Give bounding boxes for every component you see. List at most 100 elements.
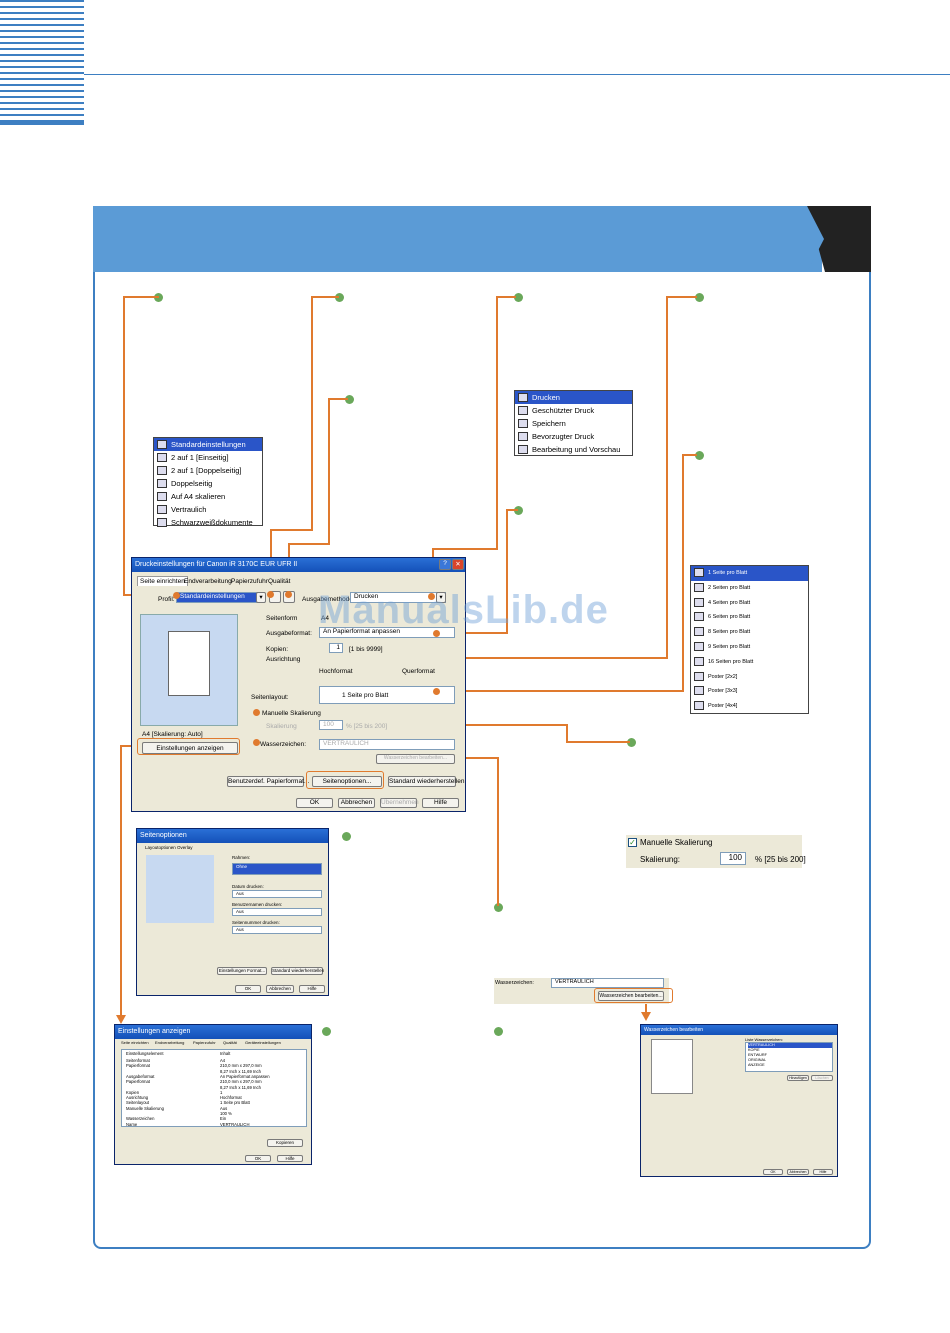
output-item[interactable]: Geschützter Druck <box>515 404 632 417</box>
profile-item[interactable]: 2 auf 1 [Doppelseitig] <box>154 464 262 477</box>
output-item[interactable]: Bevorzugter Druck <box>515 430 632 443</box>
layout-item-label: Poster [2x2] <box>708 673 738 680</box>
profile-item[interactable]: Vertraulich <box>154 503 262 516</box>
watermark-item[interactable]: KOPIE <box>748 1048 760 1052</box>
output-size-select[interactable]: An Papierformat anpassen <box>319 627 455 638</box>
restore-defaults-button[interactable]: Standard wiederherstellen <box>388 776 465 787</box>
cancel-button[interactable]: Abbrechen <box>266 985 294 993</box>
layout-item[interactable]: Poster [4x4] <box>691 699 808 714</box>
border-select[interactable]: Ohne <box>232 863 322 875</box>
profile-list[interactable]: Standardeinstellungen 2 auf 1 [Einseitig… <box>153 437 263 529</box>
output-method-list[interactable]: Drucken Geschützter Druck Speichern Bevo… <box>514 390 633 456</box>
profile-item[interactable]: Auf A4 skalieren <box>154 490 262 503</box>
layout-list[interactable]: 1 Seite pro Blatt 2 Seiten pro Blatt 4 S… <box>690 565 809 714</box>
layout-item[interactable]: 4 Seiten pro Blatt <box>691 596 808 611</box>
cancel-button[interactable]: Abbrechen <box>338 798 375 808</box>
tab-paper-source[interactable]: Papierzufuhr <box>231 578 268 585</box>
close-icon[interactable]: ✕ <box>452 559 464 570</box>
output-item[interactable]: Speichern <box>515 417 632 430</box>
copies-input[interactable]: 1 <box>329 643 343 653</box>
profile-select[interactable]: Standardeinstellungen <box>176 592 265 603</box>
profile-item[interactable]: Doppelseitig <box>154 477 262 490</box>
layout-item[interactable]: 2 Seiten pro Blatt <box>691 581 808 596</box>
setting-name: Ausgabeformat <box>126 1073 155 1079</box>
output-item[interactable]: Bearbeitung und Vorschau <box>515 443 632 456</box>
edit-watermark-button[interactable]: Wasserzeichen bearbeiten... <box>598 991 664 1001</box>
watermark-item[interactable]: ENTWURF <box>748 1053 767 1057</box>
watermark-detail: Wasserzeichen: VERTRAULICH Wasserzeichen… <box>494 978 669 1004</box>
callout-line <box>436 690 684 692</box>
add-button[interactable]: Hinzufügen <box>787 1075 809 1081</box>
chevron-down-icon[interactable]: ▾ <box>256 592 266 603</box>
edit-watermark-button[interactable]: Wasserzeichen bearbeiten... <box>376 754 455 764</box>
pagenum-select[interactable]: Aus <box>232 926 322 934</box>
layout-item[interactable]: Poster [2x2] <box>691 670 808 685</box>
watermark-item[interactable]: VERTRAULICH <box>748 1043 832 1048</box>
profile-icon <box>157 479 167 488</box>
show-settings-button[interactable]: Einstellungen anzeigen <box>142 742 238 754</box>
tab-overlay[interactable]: Overlay <box>177 845 193 850</box>
chevron-down-icon[interactable]: ▾ <box>436 592 446 603</box>
scaling-input[interactable]: 100 <box>319 720 343 730</box>
layout-select[interactable]: 1 Seite pro Blatt <box>319 686 455 704</box>
layout-item[interactable]: 1 Seite pro Blatt <box>691 566 808 581</box>
help-icon[interactable]: ? <box>439 559 451 570</box>
layout-item[interactable]: 6 Seiten pro Blatt <box>691 610 808 625</box>
ok-button[interactable]: OK <box>245 1155 271 1162</box>
restore-defaults-button[interactable]: Standard wiederherstellen <box>271 967 325 975</box>
callout-line <box>436 632 508 634</box>
watermark-list[interactable]: VERTRAULICH KOPIE ENTWURF ORIGINAL ANZEI… <box>745 1042 833 1072</box>
setting-value: 100 % <box>220 1111 232 1116</box>
tab-page-setup[interactable]: Seite einrichten <box>121 1040 149 1045</box>
watermark-select[interactable]: VERTRAULICH <box>319 739 455 750</box>
layout-item[interactable]: 16 Seiten pro Blatt <box>691 655 808 670</box>
tab-paper-source[interactable]: Papierzufuhr <box>193 1040 216 1045</box>
watermark-checkbox[interactable]: Wasserzeichen: <box>260 741 306 748</box>
profile-item[interactable]: Standardeinstellungen <box>154 438 262 451</box>
tab-quality[interactable]: Qualität <box>268 578 291 585</box>
user-select[interactable]: Aus <box>232 908 322 916</box>
ok-button[interactable]: OK <box>235 985 261 993</box>
callout-dot <box>342 832 351 841</box>
tab-finishing[interactable]: Endverarbeitung <box>155 1040 185 1045</box>
ok-button[interactable]: OK <box>296 798 333 808</box>
tab-quality[interactable]: Qualität <box>223 1040 237 1045</box>
layout-item[interactable]: 8 Seiten pro Blatt <box>691 625 808 640</box>
layout-item[interactable]: Poster [3x3] <box>691 684 808 699</box>
page-size-value[interactable]: A4 <box>321 615 329 622</box>
cancel-button[interactable]: Abbrechen <box>787 1169 809 1175</box>
profile-item[interactable]: Schwarzweißdokumente <box>154 516 262 529</box>
watermark-select[interactable]: VERTRAULICH <box>551 978 664 988</box>
page-options-button[interactable]: Seitenoptionen... <box>312 776 382 787</box>
help-button[interactable]: Hilfe <box>422 798 459 808</box>
page-size-label: Seitenform <box>266 615 298 622</box>
landscape-radio[interactable]: Querformat <box>402 668 435 675</box>
watermark-checkbox[interactable]: Wasserzeichen: <box>495 980 534 986</box>
tab-device-settings[interactable]: Geräteeinstellungen <box>245 1040 281 1045</box>
help-button[interactable]: Hilfe <box>299 985 325 993</box>
profile-item[interactable]: 2 auf 1 [Einseitig] <box>154 451 262 464</box>
help-button[interactable]: Hilfe <box>277 1155 303 1162</box>
scaling-input[interactable]: 100 <box>720 852 746 865</box>
dialog-title: Seitenoptionen <box>140 832 187 839</box>
tab-finishing[interactable]: Endverarbeitung <box>184 578 232 585</box>
layout-item[interactable]: 9 Seiten pro Blatt <box>691 640 808 655</box>
format-settings-button[interactable]: Einstellungen Format... <box>217 967 267 975</box>
custom-paper-button[interactable]: Benutzerdef. Papierformat... <box>227 776 310 787</box>
ok-button[interactable]: OK <box>763 1169 783 1175</box>
check-icon[interactable]: ✓ <box>628 838 637 847</box>
date-select[interactable]: Aus <box>232 890 322 898</box>
output-item[interactable]: Drucken <box>515 391 632 404</box>
tab-page-setup[interactable]: Seite einrichten <box>137 576 188 586</box>
tab-layout-options[interactable]: Layoutoptionen <box>145 845 176 850</box>
copy-button[interactable]: Kopieren <box>267 1139 303 1147</box>
portrait-radio[interactable]: Hochformat <box>319 668 353 675</box>
apply-button[interactable]: Übernehmen <box>380 798 419 808</box>
scaling-range: % [25 bis 200] <box>755 855 806 864</box>
help-button[interactable]: Hilfe <box>813 1169 833 1175</box>
delete-button[interactable]: Löschen <box>811 1075 833 1081</box>
watermark-item[interactable]: ANZEIGE <box>748 1063 765 1067</box>
manual-scaling-checkbox[interactable]: Manuelle Skalierung <box>262 710 321 717</box>
watermark-item[interactable]: ORIGINAL <box>748 1058 767 1062</box>
manual-scaling-checkbox[interactable]: Manuelle Skalierung <box>640 838 713 847</box>
